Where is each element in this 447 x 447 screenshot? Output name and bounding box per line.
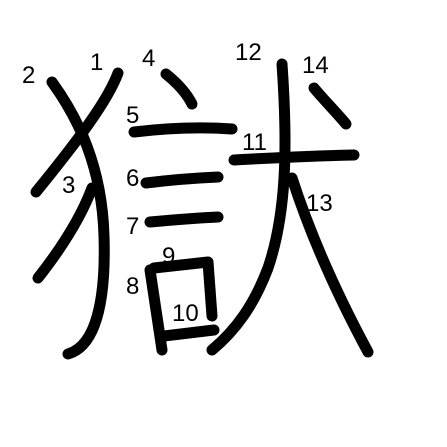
stroke-9 [148, 256, 218, 322]
stroke-number-8: 8 [126, 273, 139, 300]
stroke-number-7: 7 [126, 213, 139, 240]
stroke-6 [140, 171, 224, 189]
stroke-4 [160, 68, 198, 110]
stroke-number-14: 14 [302, 52, 329, 79]
stroke-number-4: 4 [142, 45, 155, 72]
stroke-10 [158, 324, 220, 342]
stroke-number-1: 1 [90, 49, 103, 76]
stroke-2 [46, 76, 110, 360]
stroke-number-3: 3 [62, 172, 75, 199]
stroke-7 [144, 211, 224, 228]
stroke-number-11: 11 [242, 129, 267, 156]
stroke-number-6: 6 [126, 165, 139, 192]
stroke-number-13: 13 [306, 190, 333, 217]
stroke-11 [228, 149, 360, 166]
kanji-strokes [30, 58, 374, 360]
stroke-number-12: 12 [235, 39, 262, 66]
stroke-5 [128, 122, 238, 138]
stroke-3 [32, 182, 98, 284]
stroke-14 [308, 82, 352, 130]
stroke-number-10: 10 [172, 300, 199, 327]
stroke-13 [286, 172, 374, 358]
stroke-number-5: 5 [126, 102, 139, 129]
stroke-1 [30, 67, 124, 198]
stroke-12 [206, 58, 291, 356]
stroke-number-2: 2 [22, 62, 35, 89]
stroke-number-9: 9 [162, 243, 175, 270]
stroke-order-labels: 1 2 3 4 5 6 7 8 9 10 11 12 13 14 [22, 39, 333, 327]
